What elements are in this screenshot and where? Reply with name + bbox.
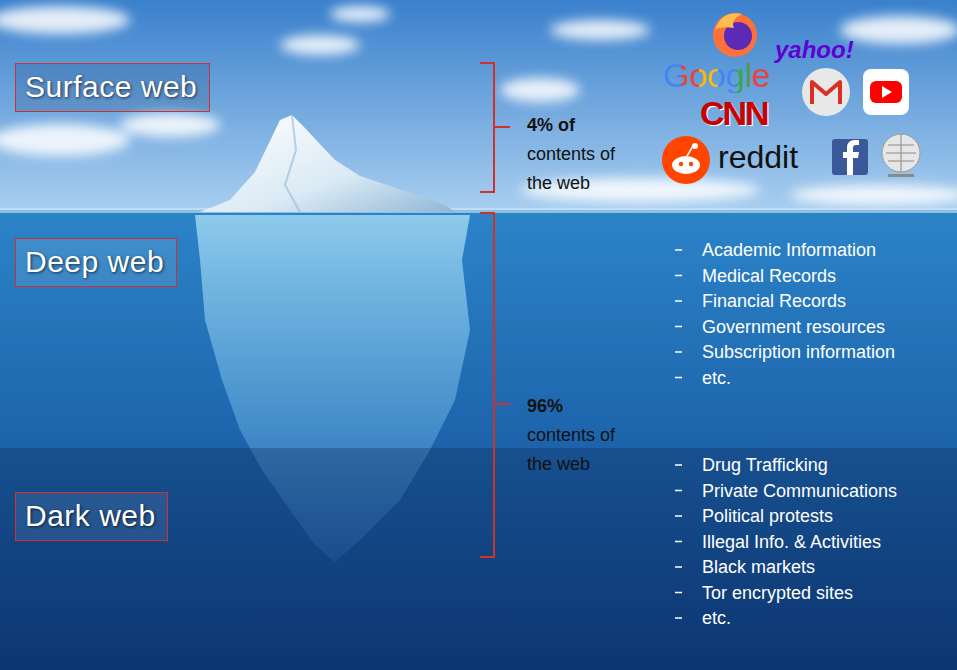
list-item: Subscription information — [702, 341, 895, 363]
percentage-note: contents of the web — [527, 421, 645, 479]
percentage: 96% — [527, 392, 563, 421]
list-item: etc. — [702, 607, 731, 629]
iceberg-tip — [200, 115, 455, 212]
firefox-icon — [713, 13, 757, 57]
brand-logo: CNN — [700, 95, 768, 131]
layer-box: Surface web — [15, 63, 210, 112]
sky — [0, 0, 957, 212]
list-item: Tor encrypted sites — [702, 582, 853, 604]
layer-title: Surface web — [25, 70, 200, 104]
list-item: Financial Records — [702, 290, 846, 312]
list-item: Academic Information — [702, 239, 876, 261]
youtube-icon — [863, 69, 909, 115]
brand-logo: Google — [663, 57, 770, 93]
dark-band — [0, 448, 957, 670]
layer-box: Dark web — [15, 492, 168, 541]
clouds — [0, 6, 957, 205]
list-item: etc. — [702, 367, 731, 389]
sea — [0, 210, 957, 670]
reddit-icon — [662, 136, 710, 184]
layer-box: Deep web — [15, 238, 177, 287]
list-item: Black markets — [702, 556, 815, 578]
layer-title: Dark web — [25, 499, 158, 533]
brand-logo: yahoo! — [775, 36, 854, 64]
waterline — [0, 208, 957, 213]
wikipedia-icon — [882, 134, 920, 177]
list-item: Government resources — [702, 316, 885, 338]
brand-logo: reddit — [718, 139, 798, 175]
percentage-note: contents of the web — [527, 140, 645, 198]
list-item: Drug Trafficking — [702, 454, 828, 476]
list-item: Private Communications — [702, 480, 897, 502]
gmail-icon — [802, 68, 850, 116]
brackets — [480, 63, 510, 557]
percentage: 4% of — [527, 111, 575, 140]
list-item: Political protests — [702, 505, 833, 527]
facebook-icon — [832, 139, 868, 175]
layer-title: Deep web — [25, 245, 167, 279]
list-item: Illegal Info. & Activities — [702, 531, 881, 553]
list-item: Medical Records — [702, 265, 836, 287]
list-dashes — [675, 250, 682, 618]
